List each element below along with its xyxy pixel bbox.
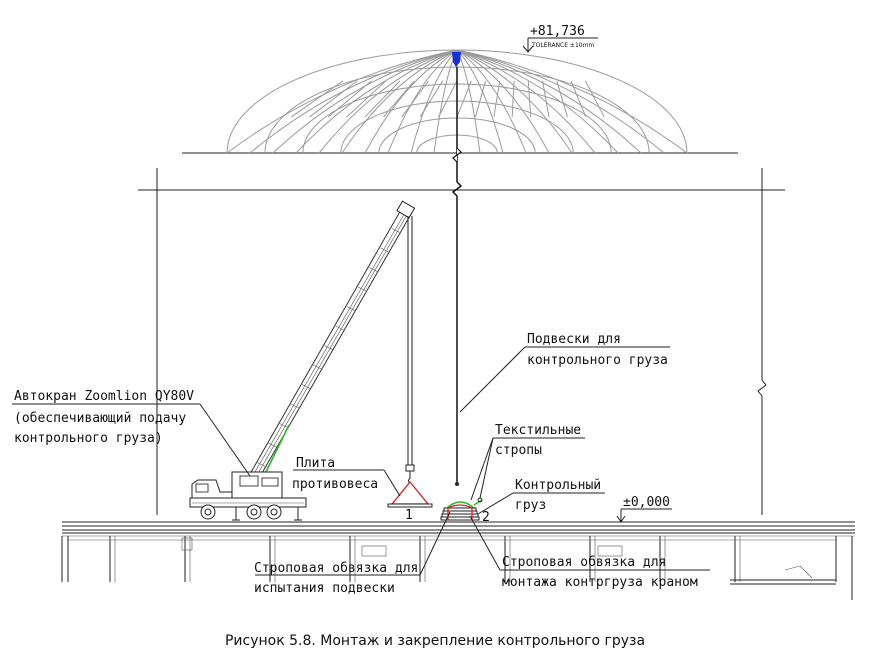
elevation-zero-text: ±0,000: [623, 495, 670, 510]
dome-structure: [182, 49, 738, 154]
elevation-top-text: +81,736: [530, 24, 585, 39]
dome-frame: [226, 49, 688, 154]
elevation-zero-mark: ±0,000: [616, 495, 672, 523]
number-2: 2: [482, 510, 490, 525]
figure-caption: Рисунок 5.8. Монтаж и закрепление контро…: [225, 633, 645, 649]
annotations: Автокран Zoomlion QY80V (обеспечивающий …: [14, 332, 698, 596]
sling-mount-label-2: монтажа контргруза краном: [502, 575, 698, 590]
elevation-top-mark: +81,736 TOLERANCE ±10mm: [522, 24, 598, 53]
control-label-2: груз: [515, 498, 546, 513]
control-label-1: Контрольный: [515, 478, 601, 493]
crane-label-3: контрольного груза): [14, 431, 163, 446]
crane-label-2: (обеспечивающий подачу: [14, 411, 186, 426]
hangers-label-2: контрольного груза: [527, 353, 668, 368]
apex-marker: [452, 52, 461, 153]
textile-label-1: Текстильные: [495, 423, 581, 438]
tolerance-text: TOLERANCE ±10mm: [531, 42, 594, 49]
counterweight-plate: 1: [387, 480, 433, 523]
leader-lines: [12, 346, 710, 576]
number-1: 1: [405, 508, 413, 523]
crane-label-1: Автокран Zoomlion QY80V: [14, 389, 194, 404]
floor-slab: [61, 521, 855, 600]
truck-crane: [189, 200, 416, 521]
hangers-label-1: Подвески для: [527, 332, 621, 347]
plate-label-1: Плита: [296, 456, 335, 471]
textile-label-2: стропы: [495, 443, 542, 458]
hall-frame: [138, 147, 785, 515]
plate-label-2: противовеса: [292, 477, 378, 492]
sling-mount-label-1: Строповая обвязка для: [502, 555, 666, 570]
control-load: 2: [440, 482, 490, 525]
sling-test-label-1: Строповая обвязка для: [254, 561, 418, 576]
sling-test-label-2: испытания подвески: [254, 581, 395, 596]
